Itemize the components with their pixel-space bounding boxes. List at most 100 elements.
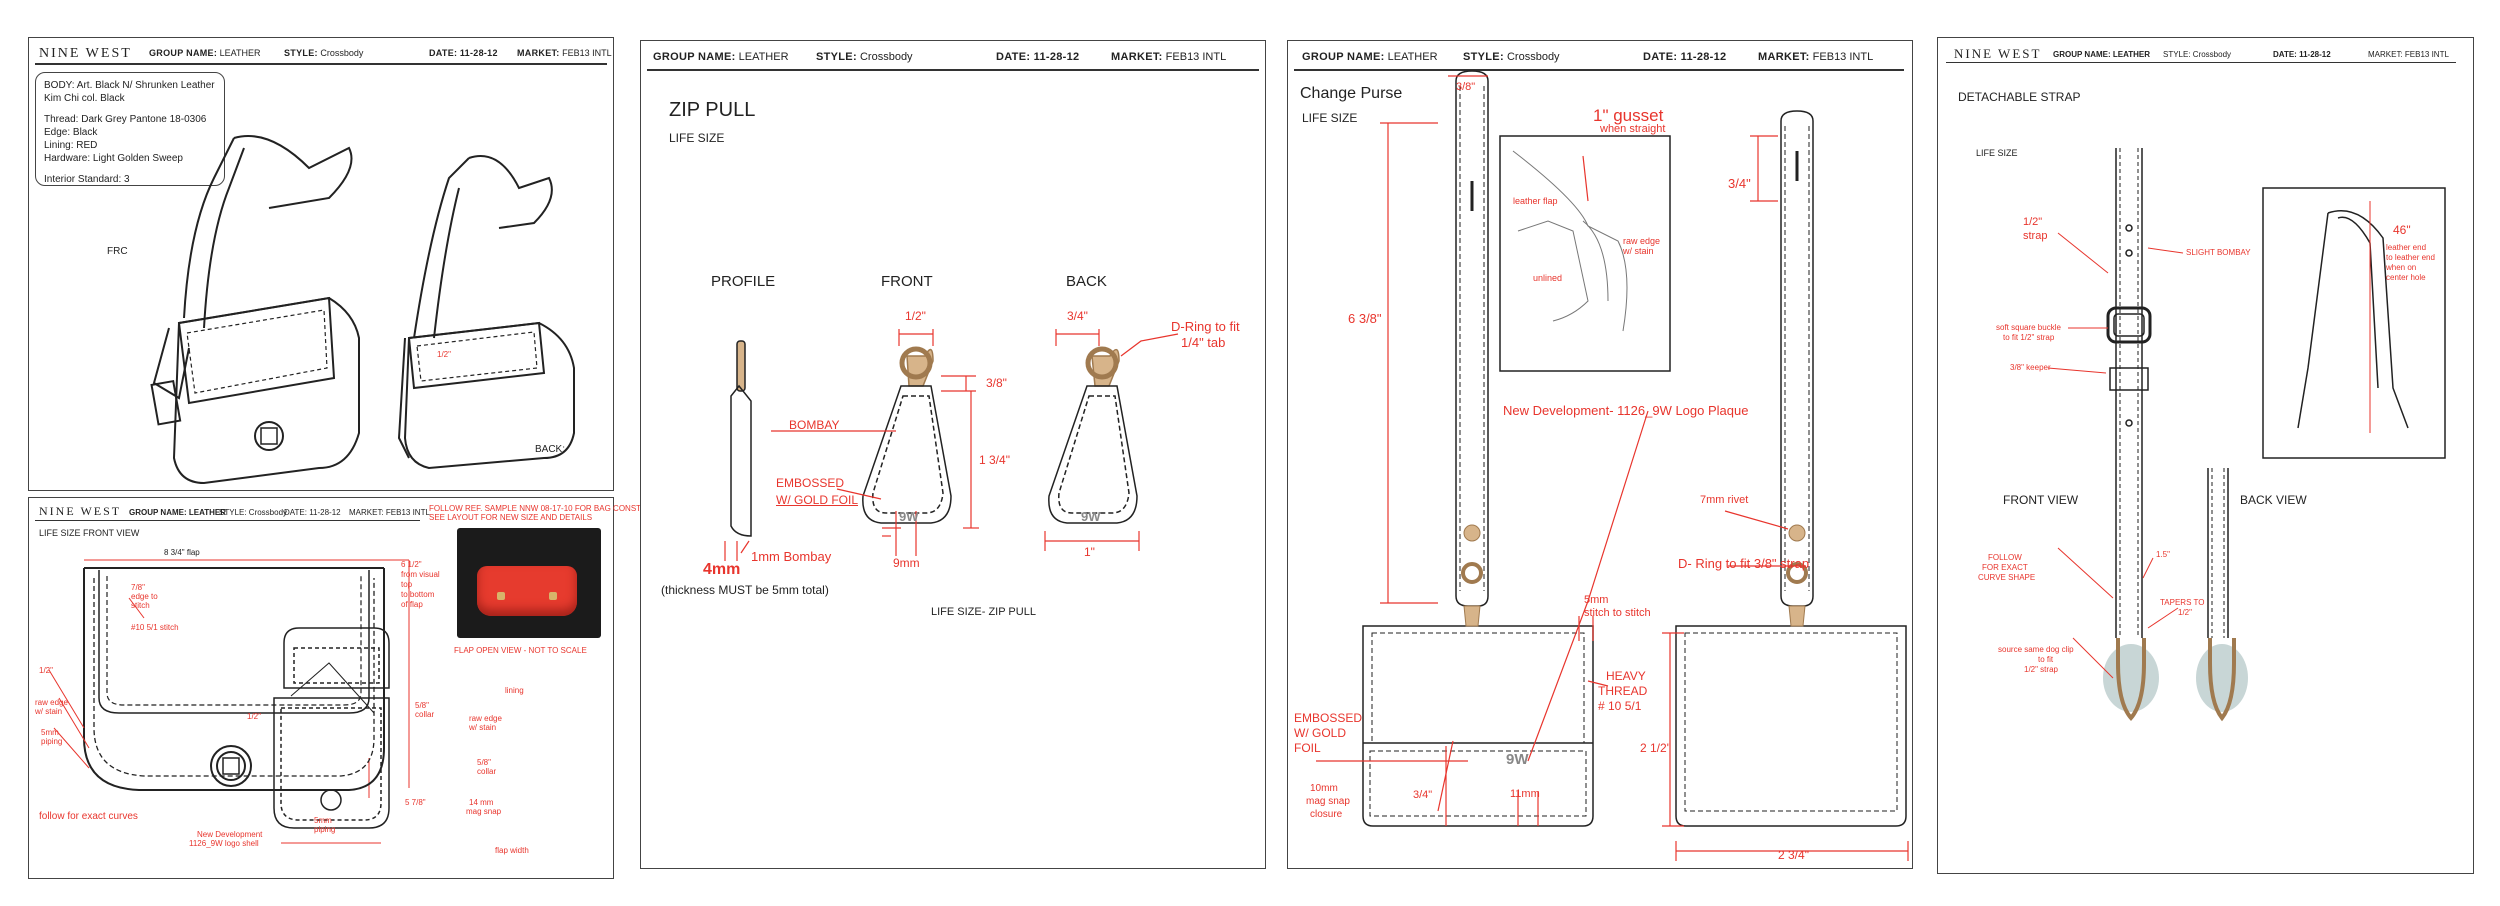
leather-end-label-2: to leather end: [2386, 253, 2435, 262]
follow-label: FOLLOW: [1988, 553, 2022, 562]
strap-length-dim: 46": [2393, 223, 2411, 237]
buckle-fit-label: to fit 1/2" strap: [2003, 333, 2055, 342]
mag-snap-dim: 14 mm: [469, 798, 494, 807]
mag-snap-label: mag snap: [466, 807, 502, 816]
eleven-mm-dim: 11mm: [1510, 788, 1540, 800]
sheet-sketch: NINE WEST GROUP NAME: LEATHER STYLE: Cro…: [28, 37, 614, 491]
red-purse-image: [477, 566, 577, 616]
d-ring-note-2: 1/4" tab: [1181, 335, 1226, 350]
gusset-dim: 1" gusset: [1593, 106, 1664, 125]
four-mm-dim: 4mm: [703, 561, 741, 578]
style-value: Crossbody: [1506, 51, 1560, 63]
date-text: DATE: 11-28-12: [996, 51, 1080, 63]
three-quarter-dim: 3/4": [1067, 309, 1088, 323]
header-rule: [1294, 69, 1904, 71]
one-inch-dim: 1": [1084, 545, 1095, 559]
spec-interior: Interior Standard: 3: [44, 174, 130, 185]
front-view-drawing: [48, 559, 410, 844]
profile-label: PROFILE: [711, 273, 776, 290]
raw-edge-2: raw edge: [469, 714, 502, 723]
keeper-label: 3/8" keeper: [2010, 363, 2051, 372]
material-spec-box: BODY: Art. Black N/ Shrunken Leather Kim…: [35, 72, 225, 186]
from-visual-4: to bottom: [401, 590, 435, 599]
life-size-label: LIFE SIZE: [669, 131, 725, 145]
leather-flap-label: leather flap: [1513, 196, 1558, 206]
strap-drawing: [2047, 148, 2446, 722]
market-text: MARKET: FEB13 INTL: [2368, 50, 2449, 59]
source-clip-label-2: to fit: [2038, 655, 2054, 664]
life-size-label: LIFE SIZE FRONT VIEW: [39, 528, 140, 538]
market-label: MARKET:: [517, 48, 560, 58]
stain-label: w/ stain: [35, 707, 63, 716]
from-visual-2: from visual: [401, 570, 440, 579]
snap-left: [497, 592, 505, 600]
spec-lining-label: Lining:: [44, 140, 74, 151]
closure-label: closure: [1310, 809, 1343, 820]
follow-label-2: FOR EXACT: [1982, 563, 2028, 572]
group-label: GROUP NAME:: [149, 48, 218, 58]
strap-width-dim: 1/2": [2023, 216, 2043, 228]
collar-dim: 5/8": [415, 701, 429, 710]
style-label: STYLE:: [816, 51, 857, 63]
front-label: FRC: [107, 246, 128, 257]
gold-label: W/ GOLD: [1294, 726, 1347, 740]
life-size-label: LIFE SIZE: [1976, 148, 2018, 158]
spec-thread: Thread: Dark Grey Pantone 18-0306: [44, 114, 207, 125]
brand-logo: NINE WEST: [39, 46, 132, 61]
new-development-label: New Development- 1126_9W Logo Plaque: [1503, 403, 1749, 418]
tapers-dim: 1/2": [2178, 608, 2192, 617]
bombay-label: BOMBAY: [789, 418, 840, 432]
spec-body-color: Kim Chi col. Black: [44, 93, 125, 104]
three-quarter-dim: 3/4": [1728, 176, 1751, 191]
piping-left-2: piping: [41, 737, 63, 746]
flap-width-dim: 8 3/4" flap: [164, 548, 200, 557]
source-clip-label-3: 1/2" strap: [2024, 665, 2058, 674]
thread-label: THREAD: [1598, 684, 1648, 698]
mag-snap-dim: 10mm: [1310, 783, 1338, 794]
style-text: STYLE: Crossbody: [2163, 50, 2232, 59]
raw-edge-label: raw edge: [35, 698, 68, 707]
group-value: LEATHER: [738, 51, 789, 63]
back-label: BACK:: [535, 444, 566, 455]
three-quarter-dim-2: 3/4": [1413, 789, 1433, 801]
rivet-label: 7mm rivet: [1700, 494, 1749, 506]
d-ring-note: D- Ring to fit 3/8" strap: [1678, 556, 1810, 571]
spec-edge: Edge: Black: [44, 127, 98, 138]
collar-label-2: collar: [477, 767, 497, 776]
group-text: GROUP NAME: LEATHER: [2053, 50, 2151, 59]
sheet-front-view: NINE WEST GROUP NAME: LEATHER STYLE: Cro…: [28, 497, 677, 879]
edge-stitch-3: stitch: [131, 601, 150, 610]
stitch-note: stitch to stitch: [1584, 607, 1651, 619]
raw-edge-label: raw edge: [1623, 236, 1661, 246]
logo-plaque: 9W: [899, 509, 919, 524]
height-dim: 5 7/8": [405, 798, 426, 807]
change-purse-drawing: [1316, 70, 1909, 861]
top-dim: 3/8": [1456, 81, 1476, 93]
two-half-dim: 2 1/2": [1640, 741, 1671, 755]
unlined-label: unlined: [1533, 273, 1563, 283]
back-label: BACK: [1066, 273, 1107, 290]
market-value: FEB13 INTL: [562, 48, 612, 58]
flap-width-label: flap width: [495, 846, 529, 855]
stitch-spec: #10 5/1 stitch: [131, 623, 179, 632]
stain-2: w/ stain: [469, 723, 497, 732]
date-text: DATE: 11-28-12: [2273, 50, 2331, 59]
style-label: STYLE:: [1463, 51, 1504, 63]
group-text: GROUP NAME: LEATHER: [129, 508, 227, 517]
page-title: ZIP PULL: [669, 99, 756, 121]
construction-note: FOLLOW REF. SAMPLE NNW 08-17-10 FOR BAG …: [429, 504, 678, 513]
embossed-label: EMBOSSED: [776, 476, 845, 490]
stain-label: w/ stain: [1623, 246, 1654, 256]
group-label: GROUP NAME:: [653, 51, 736, 63]
d-ring-note: D-Ring to fit: [1171, 319, 1240, 334]
embossed-label: EMBOSSED: [1294, 711, 1363, 725]
piping-bottom: 5mm: [314, 816, 332, 825]
spec-body: BODY: Art. Black N/ Shrunken Leather: [44, 80, 215, 91]
tapers-label: TAPERS TO: [2160, 598, 2205, 607]
length-dim: 1 3/4": [979, 453, 1010, 467]
width-dim: 1.5": [2156, 550, 2170, 559]
group-label: GROUP NAME:: [1302, 51, 1385, 63]
style-text: STYLE: Crossbody: [219, 508, 288, 517]
follow-label-3: CURVE SHAPE: [1978, 573, 2036, 582]
construction-note-2: SEE LAYOUT FOR NEW SIZE AND DETAILS: [429, 513, 593, 522]
